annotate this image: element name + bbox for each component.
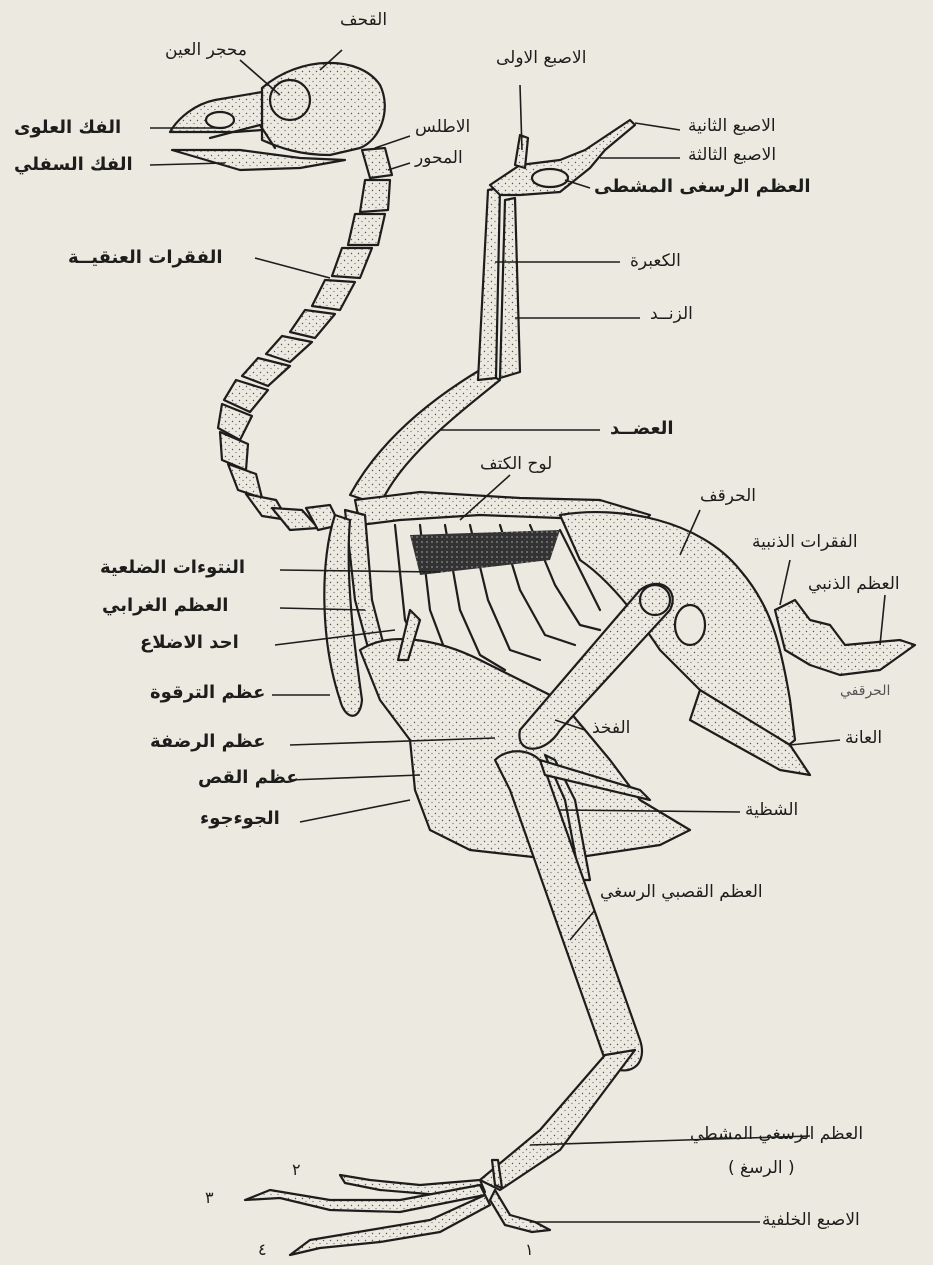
label-third-digit: الاصبع الثالثة <box>688 147 776 164</box>
label-atlas: الاطلس <box>415 119 470 136</box>
tail-vertebrae <box>775 600 915 675</box>
label-sternum-plate: عظم الرضفة <box>150 733 266 751</box>
label-uncinate-processes: النتوءات الضلعية <box>100 559 245 577</box>
label-tibiotarsus: العظم القصبي الرسغي <box>600 884 763 901</box>
toe-number-1: ١ <box>525 1240 534 1259</box>
label-first-digit: الاصبع الاولى <box>496 50 586 67</box>
label-furcula: الجوءجوء <box>200 810 280 828</box>
label-tarsometatarsus: العظم الرسغي المشطي <box>690 1126 863 1143</box>
label-scapula: لوح الكتف <box>480 456 552 473</box>
label-humerus: العضــد <box>610 420 674 438</box>
label-pygostyle: العظم الذنبي <box>808 576 900 593</box>
label-axis: المحور <box>415 150 463 167</box>
label-cervical-vertebrae: الفقرات العنقيــة <box>68 249 223 267</box>
toe-number-3: ٣ <box>205 1188 214 1207</box>
label-ischium: الحرقفي <box>840 684 890 698</box>
label-fibula: الشظية <box>745 802 798 819</box>
label-coracoid: العظم الغرابي <box>102 597 228 615</box>
label-upper-jaw: الفك العلوى <box>14 119 121 137</box>
label-skull: القحف <box>340 12 387 29</box>
label-pubis: العانة <box>845 730 882 747</box>
label-hind-toe: الاصبع الخلفية <box>762 1212 860 1229</box>
tarsometatarsus <box>480 1050 635 1190</box>
label-femur: الفخذ <box>592 720 630 737</box>
label-ilium: الحرقف <box>700 488 756 505</box>
humerus <box>350 370 500 505</box>
label-ulna: الكعبرة <box>630 253 681 270</box>
label-radius: الزنــد <box>650 306 693 323</box>
label-second-digit: الاصبع الثانية <box>688 118 776 135</box>
ulna <box>478 188 500 380</box>
label-tarsometatarsus-sub: ( الرسغ ) <box>728 1160 795 1177</box>
label-lower-jaw: الفك السفلي <box>14 156 133 174</box>
label-eye-socket: محجر العين <box>165 42 247 59</box>
radius <box>500 198 520 378</box>
label-one-rib: احد الاضلاع <box>140 634 239 652</box>
label-clavicle: عظم الترقوة <box>150 684 265 702</box>
label-caudal-vertebrae: الفقرات الذنبية <box>752 534 858 551</box>
toe-number-4: ٤ <box>258 1240 267 1259</box>
skull <box>170 63 385 170</box>
label-carpometacarpus: العظم الرسغى المشطى <box>594 178 811 196</box>
label-keel: عظم القص <box>198 769 299 787</box>
toe-number-2: ٢ <box>292 1160 301 1179</box>
